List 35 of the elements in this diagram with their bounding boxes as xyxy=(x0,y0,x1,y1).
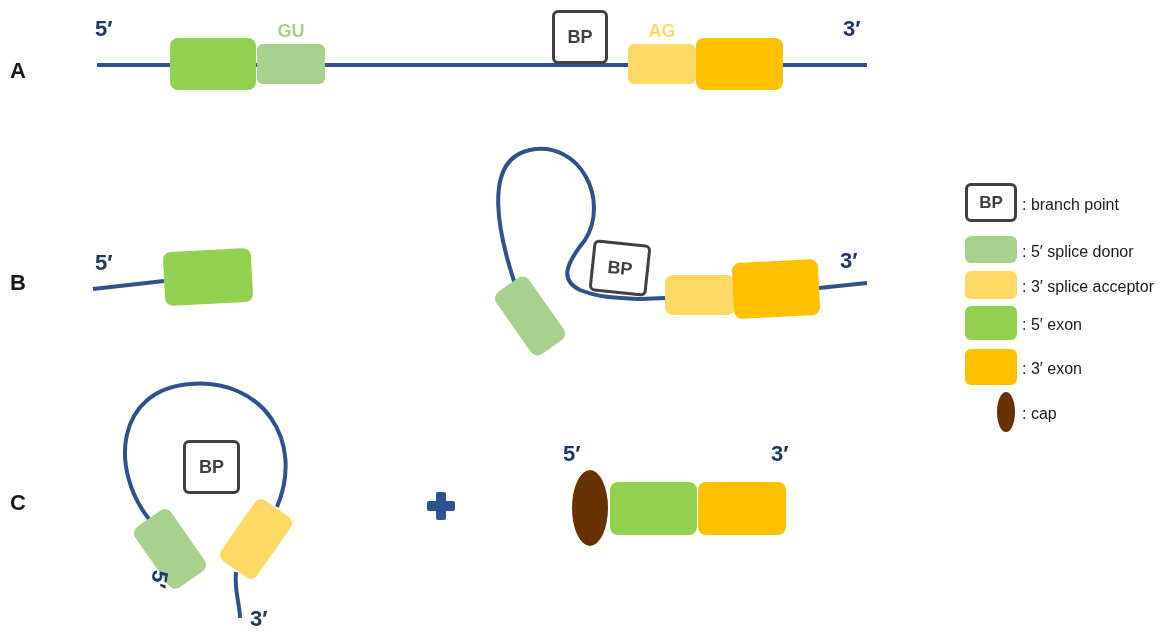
exon-block xyxy=(162,247,254,307)
legend-text: : 5′ splice donor xyxy=(1022,241,1134,262)
rna-strand xyxy=(496,147,666,301)
strand-end-label: 3′ xyxy=(840,250,858,272)
exon-block xyxy=(731,258,821,320)
strand-end-label: 5′ xyxy=(95,252,113,274)
legend-text: : 5′ exon xyxy=(1022,315,1082,335)
exon-block xyxy=(698,482,786,535)
legend-text: : cap xyxy=(1022,404,1057,424)
branch-point-box: BP xyxy=(552,10,608,64)
splice-acceptor-block xyxy=(665,275,735,315)
splice-site-label: AG xyxy=(648,20,676,43)
panel-letter: C xyxy=(10,492,26,514)
rna-strand xyxy=(123,381,288,521)
strand-end-label: 5′ xyxy=(95,18,113,40)
exon-block xyxy=(696,38,783,90)
strand-end-label: 3′ xyxy=(843,18,861,40)
strand-end-label: 5′ xyxy=(563,443,581,465)
strand-end-label: 3′ xyxy=(250,608,268,630)
branch-point-box: BP xyxy=(183,440,240,494)
exon-block xyxy=(170,38,256,90)
rna-strand xyxy=(92,279,165,291)
exon-block xyxy=(610,482,697,535)
branch-point-box: BP xyxy=(588,239,652,297)
rna-strand xyxy=(233,571,242,619)
panel-letter: B xyxy=(10,272,26,294)
legend-text: : 3′ splice acceptor xyxy=(1022,277,1154,297)
strand-end-label: 3′ xyxy=(771,443,789,465)
legend-text: : branch point xyxy=(1022,194,1119,215)
rna-strand xyxy=(818,281,868,290)
splice-site-label: GU xyxy=(277,20,305,43)
legend-text: : 3′ exon xyxy=(1022,359,1082,379)
strand-end-label: 5′ xyxy=(146,568,172,590)
branch-point-box: BP xyxy=(965,183,1017,222)
panel-letter: A xyxy=(10,60,26,82)
